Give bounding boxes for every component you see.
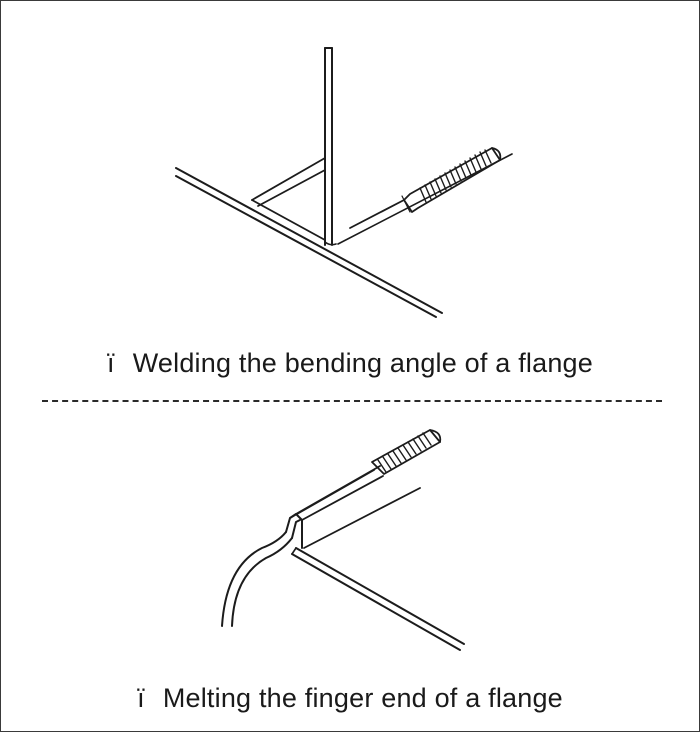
caption-top: ï Welding the bending angle of a flange [0, 348, 700, 379]
flange-bend-weld-drawing [175, 47, 513, 318]
caption-top-text: Welding the bending angle of a flange [132, 348, 593, 378]
welding-rod-bottom [371, 429, 442, 475]
dashed-divider [42, 400, 662, 402]
bullet-marker-top: ï [107, 348, 115, 378]
bullet-marker-bottom: ï [137, 683, 145, 713]
flange-bend-weld-illustration [175, 47, 513, 318]
caption-bottom: ï Melting the finger end of a flange [0, 683, 700, 714]
welding-rod-top [349, 147, 502, 229]
caption-bottom-text: Melting the finger end of a flange [162, 683, 563, 713]
flange-finger-melt-drawing [221, 429, 465, 651]
flange-finger-melt-illustration [0, 408, 700, 732]
